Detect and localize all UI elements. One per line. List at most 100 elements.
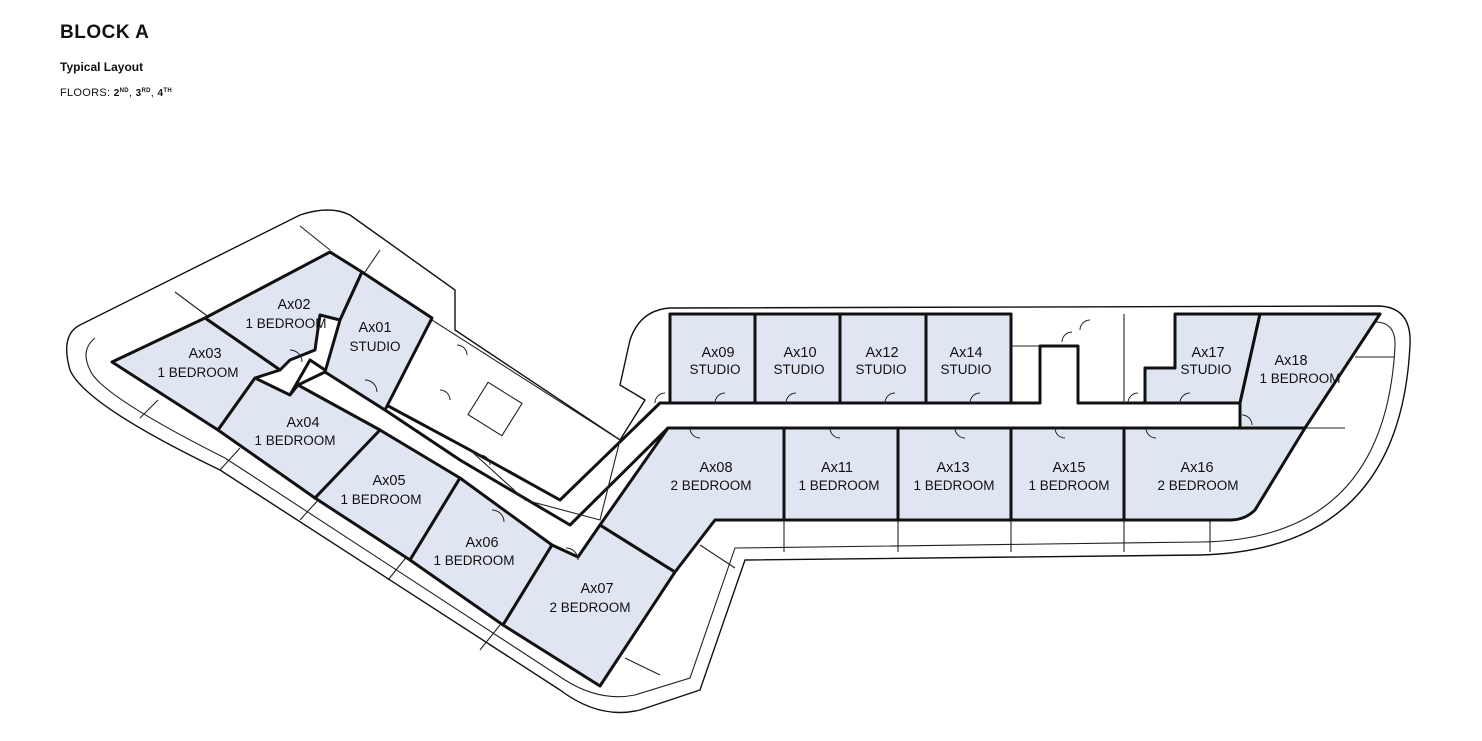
svg-text:1 BEDROOM: 1 BEDROOM	[245, 316, 326, 331]
label-ax06: Ax06 1 BEDROOM	[433, 535, 514, 568]
door-swing	[785, 392, 797, 404]
svg-text:STUDIO: STUDIO	[855, 362, 906, 377]
floor-3: 3RD	[135, 88, 151, 99]
partition	[624, 657, 661, 676]
svg-text:Ax05: Ax05	[372, 473, 405, 489]
partition	[479, 624, 501, 651]
door-swing	[479, 454, 491, 466]
svg-text:1 BEDROOM: 1 BEDROOM	[1259, 371, 1340, 386]
label-ax11: Ax11 1 BEDROOM	[798, 460, 879, 493]
label-ax02: Ax02 1 BEDROOM	[245, 297, 326, 331]
svg-text:Ax10: Ax10	[783, 345, 816, 361]
unit-ax01	[323, 270, 434, 412]
partition	[174, 291, 211, 319]
floor-2: 2ND	[113, 88, 129, 99]
svg-text:Ax15: Ax15	[1052, 460, 1085, 476]
door-swing	[1145, 427, 1157, 439]
floors-line: FLOORS: 2ND, 3RD, 4TH	[60, 87, 172, 99]
label-ax04: Ax04 1 BEDROOM	[254, 415, 335, 448]
door-swing	[1127, 392, 1139, 404]
svg-text:1 BEDROOM: 1 BEDROOM	[340, 492, 421, 507]
svg-text:Ax18: Ax18	[1274, 353, 1307, 369]
partition	[219, 447, 241, 471]
label-ax13: Ax13 1 BEDROOM	[913, 460, 994, 493]
label-ax05: Ax05 1 BEDROOM	[340, 473, 421, 507]
svg-text:1 BEDROOM: 1 BEDROOM	[254, 433, 335, 448]
svg-text:1 BEDROOM: 1 BEDROOM	[1028, 478, 1109, 493]
door-swing	[829, 427, 841, 439]
svg-text:2 BEDROOM: 2 BEDROOM	[670, 478, 751, 493]
door-swing	[1061, 331, 1073, 343]
door-swing	[954, 427, 966, 439]
partition	[699, 544, 736, 569]
svg-text:Ax13: Ax13	[936, 460, 969, 476]
svg-text:Ax14: Ax14	[949, 345, 982, 361]
unit-ax12	[838, 312, 928, 405]
svg-text:Ax06: Ax06	[465, 535, 498, 551]
partition	[299, 497, 321, 521]
svg-text:STUDIO: STUDIO	[940, 362, 991, 377]
door-swing	[456, 344, 468, 356]
label-ax18: Ax18 1 BEDROOM	[1259, 353, 1340, 386]
unit-ax16	[1122, 426, 1307, 522]
door-swing	[654, 392, 666, 404]
block-title: BLOCK A	[60, 22, 150, 43]
layout-subtitle: Typical Layout	[60, 60, 144, 74]
unit-ax02	[203, 250, 364, 372]
corridor	[288, 344, 1242, 527]
door-swing	[1241, 414, 1253, 426]
unit-ax15	[1009, 426, 1126, 522]
door-swing	[689, 427, 701, 439]
plan-header: BLOCK A Typical Layout FLOORS: 2ND, 3RD,…	[60, 22, 172, 99]
west-inner-line	[85, 321, 1396, 698]
lift-shaft	[467, 381, 523, 437]
svg-text:1 BEDROOM: 1 BEDROOM	[433, 553, 514, 568]
door-swing	[439, 389, 451, 401]
label-ax03: Ax03 1 BEDROOM	[157, 346, 238, 380]
svg-text:Ax01: Ax01	[358, 320, 391, 336]
svg-text:Ax03: Ax03	[188, 346, 221, 362]
door-swing	[1054, 427, 1066, 439]
partition	[387, 554, 409, 581]
label-ax08: Ax08 2 BEDROOM	[670, 460, 751, 493]
svg-text:STUDIO: STUDIO	[349, 339, 400, 354]
svg-text:STUDIO: STUDIO	[689, 362, 740, 377]
svg-text:2 BEDROOM: 2 BEDROOM	[549, 600, 630, 615]
partition	[139, 399, 159, 419]
label-ax15: Ax15 1 BEDROOM	[1028, 460, 1109, 493]
svg-text:Ax11: Ax11	[821, 460, 853, 476]
svg-text:Ax04: Ax04	[286, 415, 319, 431]
svg-text:Ax07: Ax07	[580, 581, 613, 597]
unit-ax14	[924, 312, 1013, 405]
svg-text:Ax12: Ax12	[865, 345, 898, 361]
door-swing	[565, 547, 579, 561]
svg-text:Ax08: Ax08	[699, 460, 732, 476]
door-swing	[364, 379, 378, 393]
floors-label: FLOORS:	[60, 87, 111, 99]
door-swing	[884, 392, 896, 404]
floor-4: 4TH	[157, 88, 172, 99]
door-swing	[289, 349, 303, 363]
unit-ax03	[110, 316, 282, 432]
unit-ax10	[753, 312, 842, 405]
svg-text:Ax09: Ax09	[701, 345, 734, 361]
svg-text:Ax02: Ax02	[277, 297, 310, 313]
unit-ax11	[782, 426, 900, 522]
door-swing	[1179, 392, 1191, 404]
door-swing	[969, 392, 981, 404]
svg-text:1 BEDROOM: 1 BEDROOM	[913, 478, 994, 493]
door-swing	[1079, 319, 1091, 331]
door-swing	[491, 509, 505, 523]
svg-text:1 BEDROOM: 1 BEDROOM	[798, 478, 879, 493]
partition	[299, 225, 331, 251]
partition	[364, 249, 381, 273]
svg-text:Ax17: Ax17	[1191, 345, 1224, 361]
svg-text:1 BEDROOM: 1 BEDROOM	[157, 365, 238, 380]
svg-text:STUDIO: STUDIO	[773, 362, 824, 377]
